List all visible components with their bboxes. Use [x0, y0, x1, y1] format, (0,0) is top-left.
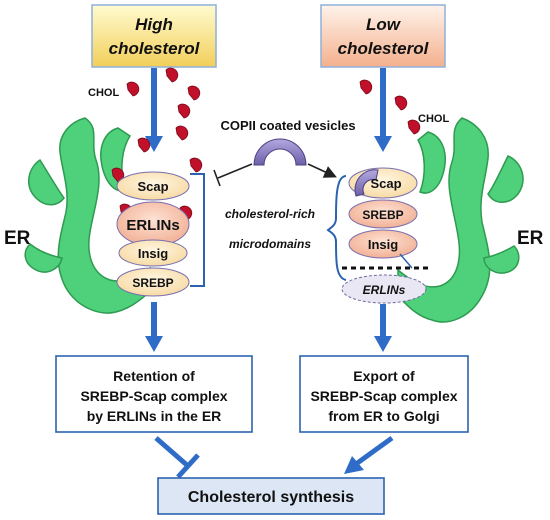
arrow-low-down: [374, 68, 392, 152]
er-label-left: ER: [4, 228, 31, 249]
curly-brace: [326, 175, 347, 281]
header-high-line1: High: [135, 15, 173, 34]
right-scap-label: Scap: [370, 176, 401, 191]
right-insig-label: Insig: [368, 237, 398, 252]
right-erlins-label: ERLINs: [363, 283, 406, 297]
right-erlins-ellipse: [341, 274, 427, 304]
copii-bound-icon: [354, 169, 379, 197]
microdomain-line2: microdomains: [229, 237, 311, 251]
outcome-left-line1: Retention of: [113, 368, 195, 384]
er-label-right: ER: [517, 228, 544, 249]
inhibition-arrow-left: [154, 436, 200, 479]
copii-label: COPII coated vesicles: [220, 118, 355, 133]
header-low-line2: cholesterol: [338, 39, 430, 58]
right-protein-stack: Scap SREBP Insig: [348, 167, 418, 259]
left-erlins-label: ERLINs: [126, 217, 179, 234]
right-srebp-label: SREBP: [362, 208, 403, 222]
header-high-cholesterol: High cholesterol: [91, 4, 217, 68]
activation-arrow-right: [344, 435, 394, 474]
outcome-left-line3: by ERLINs in the ER: [87, 408, 222, 424]
arrow-high-down: [145, 68, 163, 152]
chol-label-left: CHOL: [88, 87, 119, 99]
copii-inhibition-line: [213, 163, 253, 187]
outcome-box-left: Retention of SREBP-Scap complex by ERLIN…: [55, 355, 253, 433]
left-insig-label: Insig: [138, 246, 168, 261]
outcome-right-line3: from ER to Golgi: [328, 408, 439, 424]
bracket-left: [190, 173, 205, 287]
left-scap-label: Scap: [137, 179, 168, 194]
er-membrane-left: [24, 117, 151, 314]
copii-vesicle-icon: [253, 138, 307, 166]
er-membrane-right: [397, 117, 524, 323]
header-low-cholesterol: Low cholesterol: [320, 4, 446, 68]
header-low-line1: Low: [366, 15, 402, 34]
outcome-box-right: Export of SREBP-Scap complex from ER to …: [299, 355, 469, 433]
synthesis-label: Cholesterol synthesis: [188, 489, 354, 506]
chol-label-right: CHOL: [418, 113, 449, 125]
left-protein-stack: Scap ERLINs Insig SREBP: [116, 171, 190, 297]
outcome-right-line2: SREBP-Scap complex: [310, 388, 457, 404]
microdomain-label: cholesterol-rich microdomains: [225, 207, 315, 251]
outcome-right-line1: Export of: [353, 368, 415, 384]
copii-arrow-right: [307, 163, 337, 178]
left-srebp-label: SREBP: [132, 276, 173, 290]
header-high-line2: cholesterol: [109, 39, 201, 58]
microdomain-line1: cholesterol-rich: [225, 207, 315, 221]
arrow-right-outcome: [374, 304, 392, 352]
separator-connector: [399, 253, 413, 269]
arrow-left-outcome: [145, 302, 163, 352]
outcome-left-line2: SREBP-Scap complex: [80, 388, 227, 404]
cholesterol-synthesis-box: Cholesterol synthesis: [157, 477, 385, 515]
